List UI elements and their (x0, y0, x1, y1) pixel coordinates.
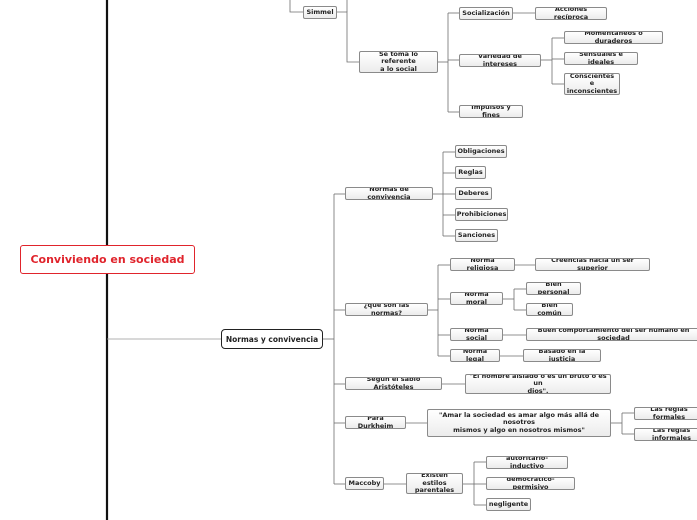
node-normas-de-convivencia[interactable]: Normas de convivencia (345, 187, 433, 200)
node-simmel[interactable]: Simmel (303, 6, 337, 19)
node-variedad[interactable]: Variedad de intereses (459, 54, 541, 67)
node-reglas[interactable]: Reglas (455, 166, 486, 179)
node-negligente[interactable]: negligente (486, 498, 531, 511)
node-prohibiciones[interactable]: Prohibiciones (455, 208, 508, 221)
node-maccoby[interactable]: Maccoby (345, 477, 384, 490)
node-reglas-formales[interactable]: Las reglas formales (634, 407, 697, 420)
node-deberes[interactable]: Deberes (455, 187, 492, 200)
node-sensuales[interactable]: Sensuales e ideales (564, 52, 638, 65)
node-normas-y-convivencia[interactable]: Normas y convivencia (221, 329, 323, 349)
node-bien-comun[interactable]: Bien común (526, 303, 573, 316)
root-topic[interactable]: Conviviendo en sociedad (20, 245, 195, 274)
node-impulsos[interactable]: Impulsos y fines (459, 105, 523, 118)
node-segun-aristoteles[interactable]: Según el sabio Aristóteles (345, 377, 442, 390)
node-referente[interactable]: Se toma lo referente a lo social (359, 51, 438, 73)
node-reglas-informales[interactable]: Las reglas informales (634, 428, 697, 441)
node-estilos-parentales[interactable]: Existen estilos parentales (406, 473, 463, 494)
node-quote-aristoteles[interactable]: "El hombre aislado o es un bruto o es un… (465, 374, 611, 394)
node-acciones[interactable]: Acciones recíproca (535, 7, 607, 20)
node-democratico[interactable]: democrático- permisivo (486, 477, 575, 490)
node-bien-personal[interactable]: Bien personal (526, 282, 581, 295)
connector-line (337, 11, 359, 63)
node-que-son-las-normas[interactable]: ¿qué son las normas? (345, 303, 428, 316)
node-norma-religiosa[interactable]: Norma religiosa (450, 258, 515, 271)
node-norma-moral[interactable]: Norma moral (450, 292, 503, 305)
node-buen-comportamiento[interactable]: Buen comportamiento del ser humano en so… (526, 328, 697, 341)
node-conscientes[interactable]: Conscientes e inconscientes (564, 73, 620, 95)
node-creencias[interactable]: Creencias hacia un ser superior (535, 258, 650, 271)
node-quote-durkheim[interactable]: "Amar la sociedad es amar algo más allá … (427, 409, 611, 437)
node-obligaciones[interactable]: Obligaciones (455, 145, 507, 158)
connector-line (289, 0, 303, 13)
node-para-durkheim[interactable]: Para Durkheim (345, 416, 406, 429)
node-norma-social[interactable]: Norma social (450, 328, 503, 341)
node-sanciones[interactable]: Sanciones (455, 229, 498, 242)
node-momentaneos[interactable]: Momentáneos o duraderos (564, 31, 663, 44)
node-basado-justicia[interactable]: Basado en la justicia (523, 349, 601, 362)
node-norma-legal[interactable]: Norma legal (450, 349, 500, 362)
node-autoritario[interactable]: autoritario- inductivo (486, 456, 568, 469)
node-socializacion[interactable]: Socialización (459, 7, 513, 20)
